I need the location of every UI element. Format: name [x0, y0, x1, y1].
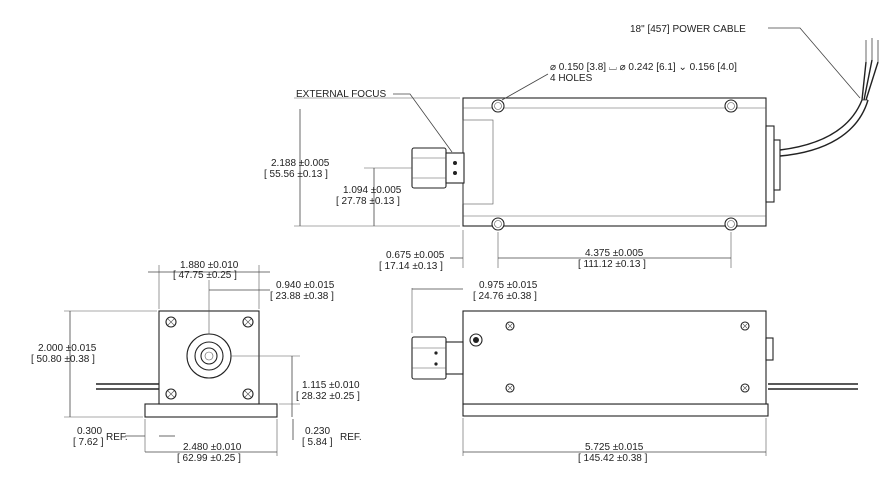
screw-icon: [740, 383, 750, 393]
dim-top-focus-a: 1.094 ±0.005: [343, 185, 402, 196]
power-cable: [779, 38, 879, 157]
dim-end-width-a: 1.880 ±0.010: [180, 260, 239, 271]
external-focus-knob: [411, 147, 465, 189]
dim-top-hole-offset-a: 0.675 ±0.005: [386, 250, 445, 261]
dim-top-focus-b: [ 27.78 ±0.13 ]: [336, 196, 400, 207]
dim-end-width-b: [ 47.75 ±0.25 ]: [173, 270, 237, 281]
end-view: 1.880 ±0.010 [ 47.75 ±0.25 ] 0.940 ±0.01…: [31, 260, 362, 464]
holes-count-label: 4 HOLES: [550, 73, 593, 84]
screw-icon: [165, 388, 177, 400]
mounting-hole: [724, 99, 738, 113]
lens-aperture: [186, 333, 232, 379]
dim-top-height-b: [ 55.56 ±0.13 ]: [264, 169, 328, 180]
dim-end-half-a: 0.940 ±0.015: [276, 280, 335, 291]
dim-end-half-b: [ 23.88 ±0.38 ]: [270, 291, 334, 302]
mounting-hole: [724, 217, 738, 231]
holes-spec-label: ⌀ 0.150 [3.8] ⌴ ⌀ 0.242 [6.1] ⌄ 0.156 [4…: [550, 62, 737, 73]
mounting-hole: [491, 217, 505, 231]
dim-end-center-b: [ 28.32 ±0.25 ]: [296, 391, 360, 402]
dim-end-height-a: 2.000 ±0.015: [38, 343, 97, 354]
dim-flange-thk-a: 0.230: [305, 426, 330, 437]
end-base-flange: [144, 403, 278, 418]
screw-icon: [242, 388, 254, 400]
screw-icon: [505, 321, 515, 331]
dim-end-base-a: 2.480 ±0.010: [183, 442, 242, 453]
dim-top-height-a: 2.188 ±0.005: [271, 158, 330, 169]
focus-lock-screw: [469, 333, 483, 347]
side-base-plate: [462, 403, 769, 417]
dim-top-hole-spacing-a: 4.375 ±0.005: [585, 248, 644, 259]
dim-side-focus-b: [ 24.76 ±0.38 ]: [473, 291, 537, 302]
dim-flange-thk-ref: REF.: [340, 432, 362, 443]
side-view: 0.975 ±0.015 [ 24.76 ±0.38 ] 5.725 ±0.01…: [411, 280, 858, 464]
screw-icon: [242, 316, 254, 328]
dim-flange-left-b: [ 7.62 ]: [73, 437, 104, 448]
dim-end-height-b: [ 50.80 ±0.38 ]: [31, 354, 95, 365]
screw-icon: [165, 316, 177, 328]
dim-top-hole-spacing-b: [ 111.12 ±0.13 ]: [578, 259, 646, 270]
dim-side-length-b: [ 145.42 ±0.38 ]: [578, 453, 648, 464]
dim-flange-left-a: 0.300: [77, 426, 102, 437]
top-body: [462, 97, 767, 227]
dim-end-center-a: 1.115 ±0.010: [302, 380, 360, 391]
mounting-hole: [491, 99, 505, 113]
dim-side-focus-a: 0.975 ±0.015: [479, 280, 538, 291]
dim-top-hole-offset-b: [ 17.14 ±0.13 ]: [379, 261, 443, 272]
screw-icon: [740, 321, 750, 331]
dim-side-length-a: 5.725 ±0.015: [585, 442, 644, 453]
top-view: 18" [457] POWER CABLE ⌀ 0.150 [3.8] ⌴ ⌀ …: [264, 24, 879, 272]
dim-end-base-b: [ 62.99 ±0.25 ]: [177, 453, 241, 464]
screw-icon: [505, 383, 515, 393]
side-focus-knob: [411, 336, 464, 380]
power-cable-label: 18" [457] POWER CABLE: [630, 24, 746, 35]
dim-flange-left-ref: REF.: [106, 432, 128, 443]
external-focus-label: EXTERNAL FOCUS: [296, 89, 387, 100]
dim-flange-thk-b: [ 5.84 ]: [302, 437, 333, 448]
